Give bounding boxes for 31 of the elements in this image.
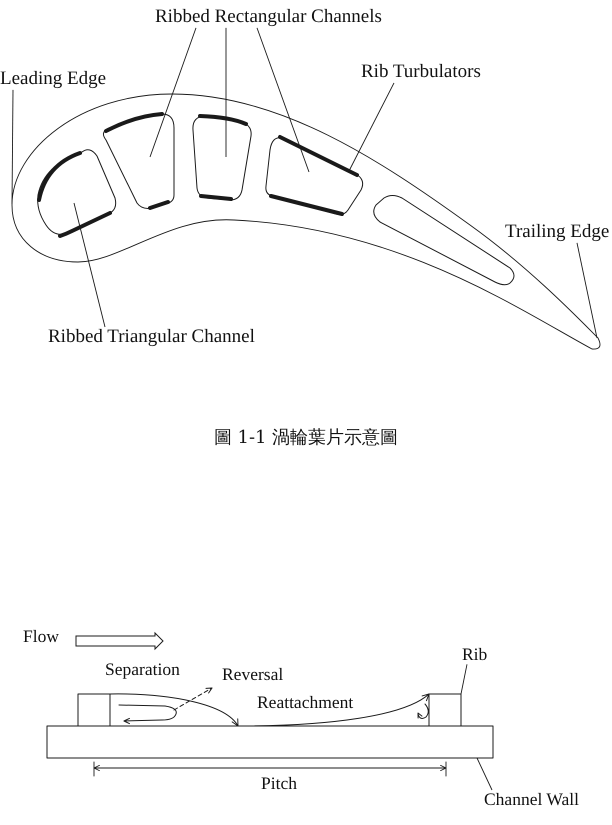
- cooling-channel: [265, 137, 364, 215]
- leader-line: [576, 242, 598, 338]
- streamline-arrow: [238, 694, 430, 726]
- cooling-channel: [37, 149, 116, 235]
- streamline-arrow: [110, 694, 238, 726]
- cooling-channel: [102, 114, 174, 209]
- rib-block: [428, 694, 462, 726]
- part-label: Channel Wall: [484, 790, 579, 810]
- part-label: Ribbed Triangular Channel: [48, 327, 255, 348]
- annotation-label: Reversal: [222, 665, 284, 684]
- rib-block: [78, 694, 110, 726]
- annotation-label: Separation: [105, 660, 180, 680]
- part-label: Trailing Edge: [505, 222, 610, 243]
- leader-line: [460, 664, 468, 694]
- annotation-label: Reattachment: [257, 693, 354, 712]
- leader-line: [12, 89, 14, 204]
- leader-line: [256, 27, 310, 172]
- part-label: Rib Turbulators: [361, 62, 481, 83]
- leader-line: [150, 27, 196, 158]
- text-label: Flow: [23, 627, 59, 646]
- leader-line: [476, 758, 492, 790]
- leader-line: [348, 82, 394, 172]
- leader-line: [74, 202, 106, 328]
- figure-caption: 圖 1-1 渦輪葉片示意圖: [214, 428, 398, 448]
- rib-turbulator: [278, 135, 359, 177]
- cooling-channel: [192, 116, 252, 200]
- channel-wall: [46, 726, 494, 758]
- part-label: Leading Edge: [0, 69, 106, 90]
- dimension-label: Pitch: [261, 774, 297, 794]
- part-label: Rib: [462, 645, 488, 664]
- part-label: Ribbed Rectangular Channels: [155, 7, 382, 28]
